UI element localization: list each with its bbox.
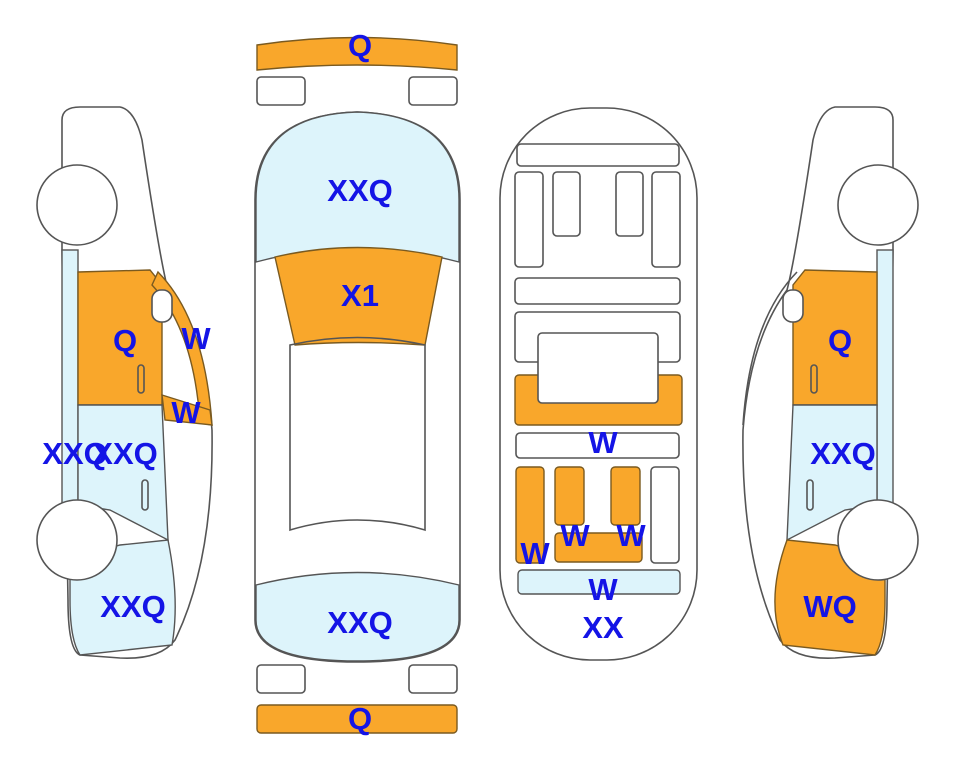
left-rear-wheel: [36, 499, 118, 581]
label-trunk: XX: [582, 610, 624, 645]
top-view: [254, 36, 461, 734]
interior-view: [499, 107, 698, 661]
left-door-handle-rear: [141, 479, 149, 511]
damage-labels: Q XXQ X1 XXQ Q Q W W XXQ XXQ XXQ W W W W…: [42, 28, 875, 736]
label-front-bumper: Q: [348, 28, 372, 63]
interior-bar-2: [515, 432, 680, 459]
label-left-window-strip: W: [171, 395, 201, 430]
right-door-handle-front: [810, 364, 818, 394]
label-right-rear-quarter: WQ: [803, 589, 856, 624]
label-rear-mid-right: W: [616, 518, 646, 553]
left-door-handle-front: [137, 364, 145, 394]
right-a-pillar: [742, 271, 798, 426]
label-rear: XXQ: [327, 605, 392, 640]
left-side-view: [36, 106, 213, 659]
right-front-door-upper[interactable]: [792, 269, 878, 406]
interior-bar-1: [514, 277, 681, 305]
label-right-front-door-lower: XXQ: [810, 436, 875, 471]
right-door-handle-rear: [806, 479, 814, 511]
label-windshield: X1: [341, 278, 379, 313]
rear-right-seat: [650, 466, 680, 564]
rear-window-trunk[interactable]: [255, 571, 460, 662]
roof: [289, 336, 426, 532]
label-left-a-pillar: W: [181, 321, 211, 356]
right-front-door-lower[interactable]: [786, 404, 878, 542]
label-dashboard: W: [588, 425, 618, 460]
front-right-seat: [651, 171, 681, 268]
rear-left-seat[interactable]: [515, 466, 545, 564]
front-bumper[interactable]: [256, 36, 458, 71]
label-left-rear-quarter: XXQ: [100, 589, 165, 624]
label-rear-left-seat: W: [520, 536, 550, 571]
windshield[interactable]: [274, 246, 443, 346]
right-side-view: [742, 106, 919, 659]
label-hood: XXQ: [327, 173, 392, 208]
trunk-area[interactable]: [517, 569, 681, 595]
label-left-rocker: XXQ: [42, 436, 107, 471]
interior-front-bar: [516, 143, 680, 167]
label-right-front-door-upper: Q: [828, 323, 852, 358]
left-mirror: [151, 289, 173, 323]
left-front-door-upper[interactable]: [77, 269, 163, 406]
right-rocker-panel[interactable]: [876, 249, 894, 506]
interior-center-panel: [537, 332, 659, 404]
label-left-front-door-lower: XXQ: [92, 436, 157, 471]
label-left-front-door-upper: Q: [113, 323, 137, 358]
front-left-light: [256, 76, 306, 106]
rear-bumper[interactable]: [256, 704, 458, 734]
rear-bench[interactable]: [554, 532, 643, 563]
front-right-light: [408, 76, 458, 106]
front-left-inner: [552, 171, 581, 237]
left-front-door-lower[interactable]: [77, 404, 169, 542]
rear-right-light: [408, 664, 458, 694]
label-rear-bench: W: [588, 572, 618, 607]
rear-mid-left[interactable]: [554, 466, 585, 526]
right-rear-wheel: [837, 499, 919, 581]
right-mirror: [782, 289, 804, 323]
rear-left-light: [256, 664, 306, 694]
front-right-inner: [615, 171, 644, 237]
label-rear-mid-left: W: [560, 518, 590, 553]
front-left-seat: [514, 171, 544, 268]
rear-mid-right[interactable]: [610, 466, 641, 526]
left-front-wheel: [36, 164, 118, 246]
right-front-wheel: [837, 164, 919, 246]
label-rear-bumper: Q: [348, 701, 372, 736]
left-window-strip[interactable]: [161, 394, 213, 426]
